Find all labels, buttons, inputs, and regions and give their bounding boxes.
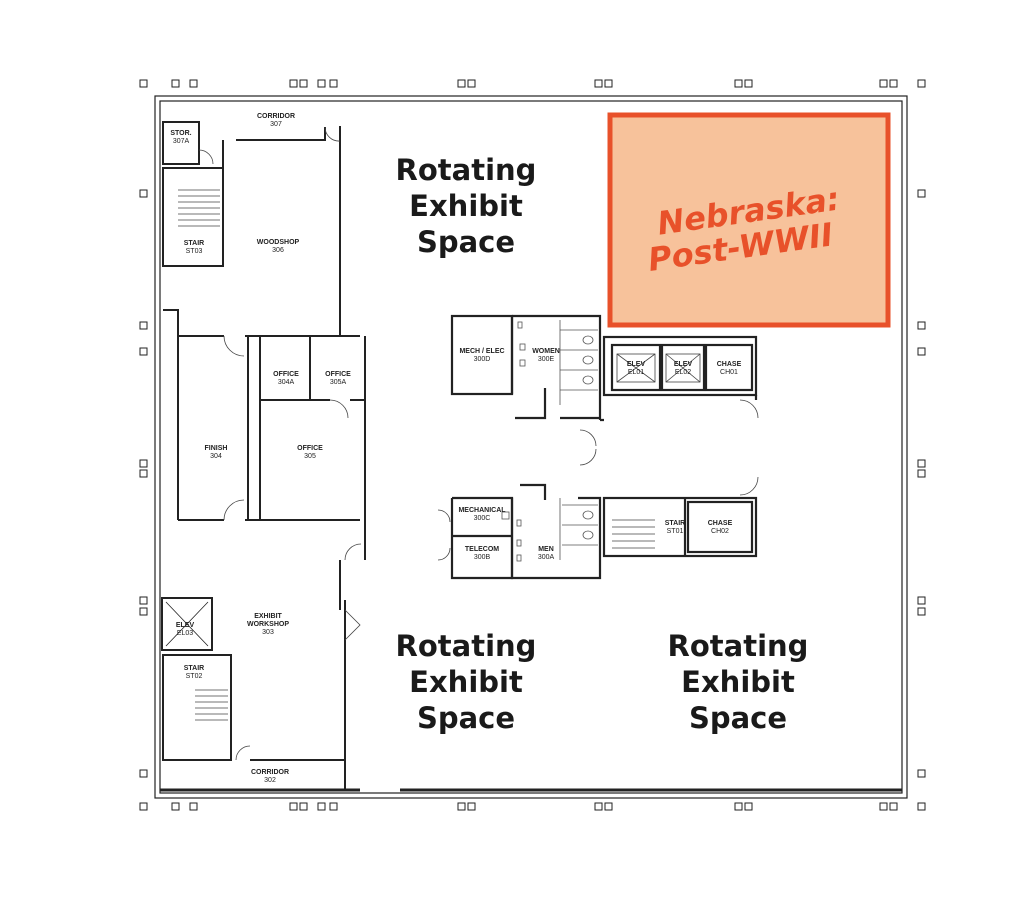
exterior-walls xyxy=(154,95,908,799)
room-name: CHASE xyxy=(708,520,733,527)
highlighted-exhibit-area: Nebraska: Post-WWII xyxy=(607,112,891,328)
exhibit-space-label: Rotating xyxy=(668,629,809,663)
room-name: CHASE xyxy=(717,361,742,368)
room-name: WOODSHOP xyxy=(257,239,300,246)
room-name: STAIR xyxy=(184,665,204,672)
exhibit-space-label: Exhibit xyxy=(681,665,795,699)
room-name: STOR. xyxy=(170,130,191,137)
room-name: WOMEN xyxy=(532,348,560,355)
exhibit-space-label: Exhibit xyxy=(409,665,523,699)
room-name: ELEV xyxy=(176,622,195,629)
room-name: MEN xyxy=(538,546,554,553)
room-number: EL02 xyxy=(675,369,691,376)
room-number: 303 xyxy=(262,629,274,636)
exhibit-space-label: Space xyxy=(417,225,515,259)
exhibit-space-label: Space xyxy=(417,701,515,735)
room-name: MECHANICAL xyxy=(458,507,506,514)
exhibit-space-southwest: Rotating Exhibit Space xyxy=(396,629,537,735)
room-number: EL01 xyxy=(628,369,644,376)
exhibit-space-label: Exhibit xyxy=(409,189,523,223)
room-number: 300E xyxy=(538,356,555,363)
room-name: OFFICE xyxy=(273,371,299,378)
room-number: ST01 xyxy=(667,528,684,535)
room-labels: CORRIDOR 307 STOR. 307A STAIR ST03 WOODS… xyxy=(170,113,741,784)
room-number: 300B xyxy=(474,554,491,561)
room-name: TELECOM xyxy=(465,546,499,553)
central-core-walls xyxy=(450,314,758,580)
restroom-fixtures xyxy=(501,320,598,562)
room-number: 307A xyxy=(173,138,190,145)
room-name: STAIR xyxy=(665,520,685,527)
room-number: CH01 xyxy=(720,369,738,376)
room-number: 304A xyxy=(278,379,295,386)
room-name: CORRIDOR xyxy=(257,113,295,120)
door-swings xyxy=(198,126,759,761)
room-number: ST03 xyxy=(186,248,203,255)
column-markers xyxy=(139,79,926,811)
room-name: OFFICE xyxy=(325,371,351,378)
room-number: 305A xyxy=(330,379,347,386)
stair-treads xyxy=(178,189,655,721)
elevator-cabs xyxy=(616,353,701,383)
room-number: 300D xyxy=(474,356,491,363)
exhibit-space-label: Rotating xyxy=(396,153,537,187)
room-number: CH02 xyxy=(711,528,729,535)
room-number: EL03 xyxy=(177,630,193,637)
room-name: EXHIBIT xyxy=(254,613,282,620)
room-number: ST02 xyxy=(186,673,203,680)
room-number: 306 xyxy=(272,247,284,254)
room-name: ELEV xyxy=(627,361,646,368)
exhibit-space-label: Rotating xyxy=(396,629,537,663)
room-name: CORRIDOR xyxy=(251,769,289,776)
room-number: 305 xyxy=(304,453,316,460)
room-number: 300C xyxy=(474,515,491,522)
exhibit-space-southeast: Rotating Exhibit Space xyxy=(668,629,809,735)
exhibit-space-north: Rotating Exhibit Space xyxy=(396,153,537,259)
room-name: WORKSHOP xyxy=(247,621,289,628)
west-service-walls xyxy=(161,121,366,790)
room-number: 307 xyxy=(270,121,282,128)
room-name: MECH / ELEC xyxy=(459,348,504,355)
exhibit-space-label: Space xyxy=(689,701,787,735)
room-number: 304 xyxy=(210,453,222,460)
room-name: ELEV xyxy=(674,361,693,368)
room-number: 302 xyxy=(264,777,276,784)
room-number: 300A xyxy=(538,554,555,561)
room-name: OFFICE xyxy=(297,445,323,452)
room-name: FINISH xyxy=(205,445,228,452)
room-name: STAIR xyxy=(184,240,204,247)
